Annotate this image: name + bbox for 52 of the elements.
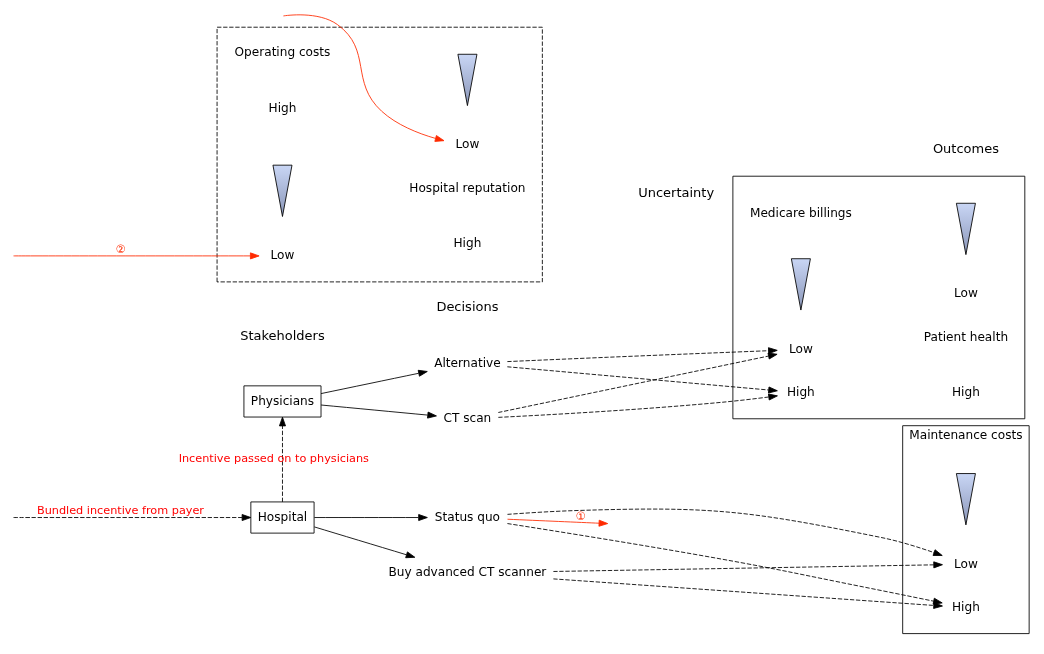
node-text: CT scan bbox=[443, 410, 492, 425]
node-text: Low bbox=[953, 285, 978, 300]
node-triangle bbox=[790, 257, 811, 310]
arrow bbox=[552, 560, 943, 572]
arrow bbox=[506, 365, 778, 393]
node-box: Hospital bbox=[250, 501, 315, 534]
node-text: Medicare billings bbox=[749, 205, 852, 220]
label: Decisions bbox=[436, 298, 499, 314]
node-text: Low bbox=[788, 341, 813, 356]
node-text: High bbox=[951, 599, 980, 614]
arrow bbox=[13, 251, 260, 259]
node-text: Operating costs bbox=[234, 44, 331, 59]
node-box: Physicians bbox=[243, 384, 322, 417]
node-triangle bbox=[955, 472, 976, 525]
edge-label: ② bbox=[115, 242, 126, 256]
edge-label: ① bbox=[575, 509, 586, 523]
node-text: Low bbox=[270, 247, 295, 262]
arrow bbox=[320, 369, 428, 394]
node-triangle bbox=[457, 53, 478, 106]
arrow bbox=[314, 513, 428, 521]
node-text: Patient health bbox=[923, 329, 1009, 344]
node-text: High bbox=[268, 100, 297, 115]
arrow bbox=[13, 513, 252, 521]
node-triangle bbox=[272, 164, 293, 217]
label: Stakeholders bbox=[240, 327, 325, 343]
arrow bbox=[279, 416, 286, 502]
edge-label: Incentive passed on to physicians bbox=[178, 451, 369, 465]
arrow bbox=[552, 577, 943, 609]
arrow bbox=[320, 404, 437, 419]
node-text: High bbox=[453, 235, 482, 250]
node-text: Status quo bbox=[434, 509, 501, 524]
arrow bbox=[314, 526, 416, 558]
label: Outcomes bbox=[932, 140, 999, 156]
node-text: Hospital reputation bbox=[409, 180, 526, 195]
arrow bbox=[283, 13, 445, 142]
node-text: Alternative bbox=[434, 355, 501, 370]
label: Uncertainty bbox=[638, 184, 715, 200]
node-triangle bbox=[955, 202, 976, 255]
node-text: Low bbox=[455, 136, 480, 151]
arrow bbox=[506, 522, 943, 605]
cluster bbox=[216, 26, 543, 282]
node-text: High bbox=[951, 384, 980, 399]
arrow bbox=[506, 346, 778, 362]
arrow bbox=[507, 508, 943, 556]
cluster bbox=[732, 175, 1026, 419]
edge-label: Bundled incentive from payer bbox=[36, 503, 205, 517]
node-text: High bbox=[786, 384, 815, 399]
node-text: Low bbox=[953, 556, 978, 571]
arrow bbox=[497, 352, 778, 413]
arrow bbox=[497, 393, 778, 418]
node-text: Buy advanced CT scanner bbox=[388, 564, 547, 579]
arrow bbox=[507, 518, 609, 527]
